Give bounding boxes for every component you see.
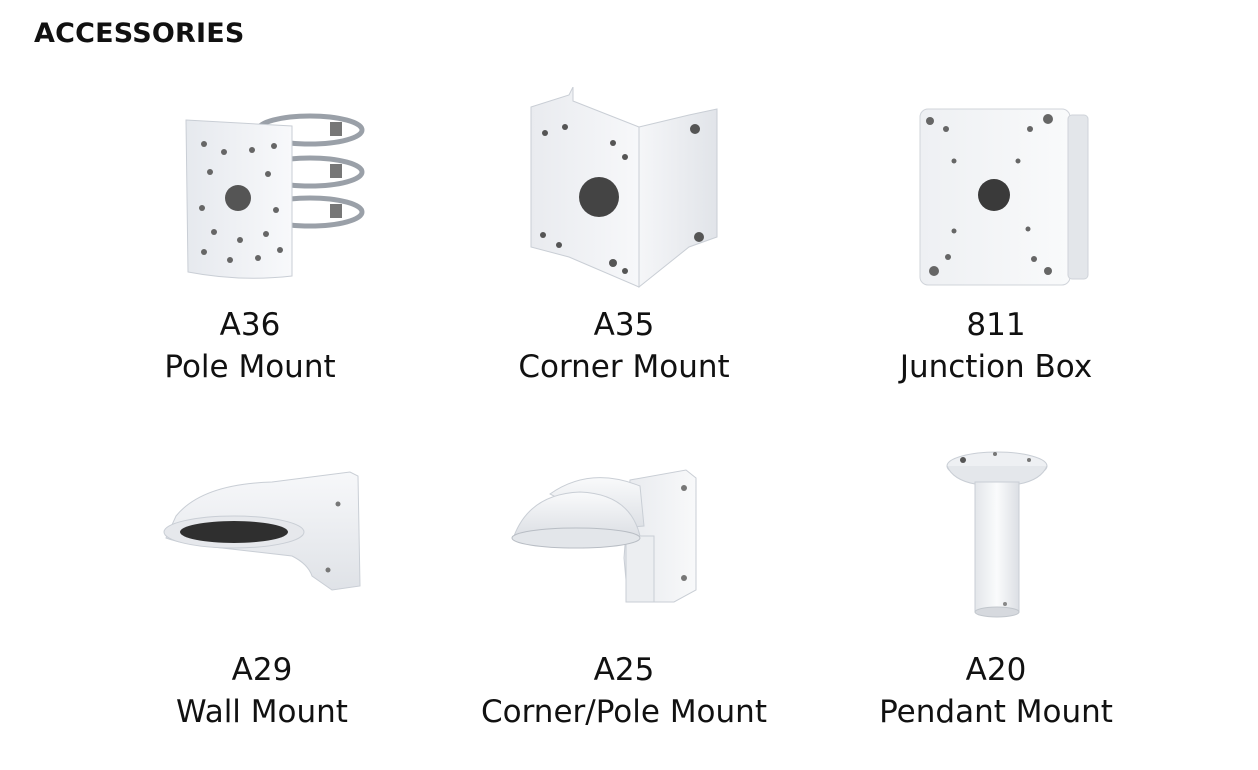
accessory-corner-pole-mount: A25 Corner/Pole Mount [474, 440, 774, 740]
junction-box-image [919, 108, 1089, 286]
pole-mount-image [185, 113, 365, 279]
accessory-corner-mount: A35 Corner Mount [474, 87, 774, 395]
accessory-code: A20 [965, 652, 1027, 688]
accessory-pole-mount: A36 Pole Mount [100, 95, 400, 395]
accessory-name: Pole Mount [164, 349, 336, 385]
accessory-name: Wall Mount [176, 694, 348, 730]
accessory-code: A36 [219, 307, 281, 343]
accessory-code: 811 [966, 307, 1026, 343]
wall-mount-image [163, 471, 361, 591]
accessory-name: Corner/Pole Mount [481, 694, 767, 730]
accessory-name: Junction Box [899, 349, 1093, 385]
corner-pole-mount-image [511, 469, 697, 603]
accessory-pendant-mount: A20 Pendant Mount [846, 440, 1146, 740]
accessory-code: A35 [593, 307, 655, 343]
accessory-name: Pendant Mount [879, 694, 1113, 730]
accessory-junction-box: 811 Junction Box [846, 95, 1146, 395]
corner-mount-image [530, 87, 718, 289]
section-heading: ACCESSORIES [34, 18, 245, 49]
accessory-code: A29 [231, 652, 293, 688]
pendant-mount-image [946, 451, 1048, 618]
accessory-wall-mount: A29 Wall Mount [112, 440, 412, 740]
accessory-code: A25 [593, 652, 655, 688]
accessory-name: Corner Mount [518, 349, 730, 385]
